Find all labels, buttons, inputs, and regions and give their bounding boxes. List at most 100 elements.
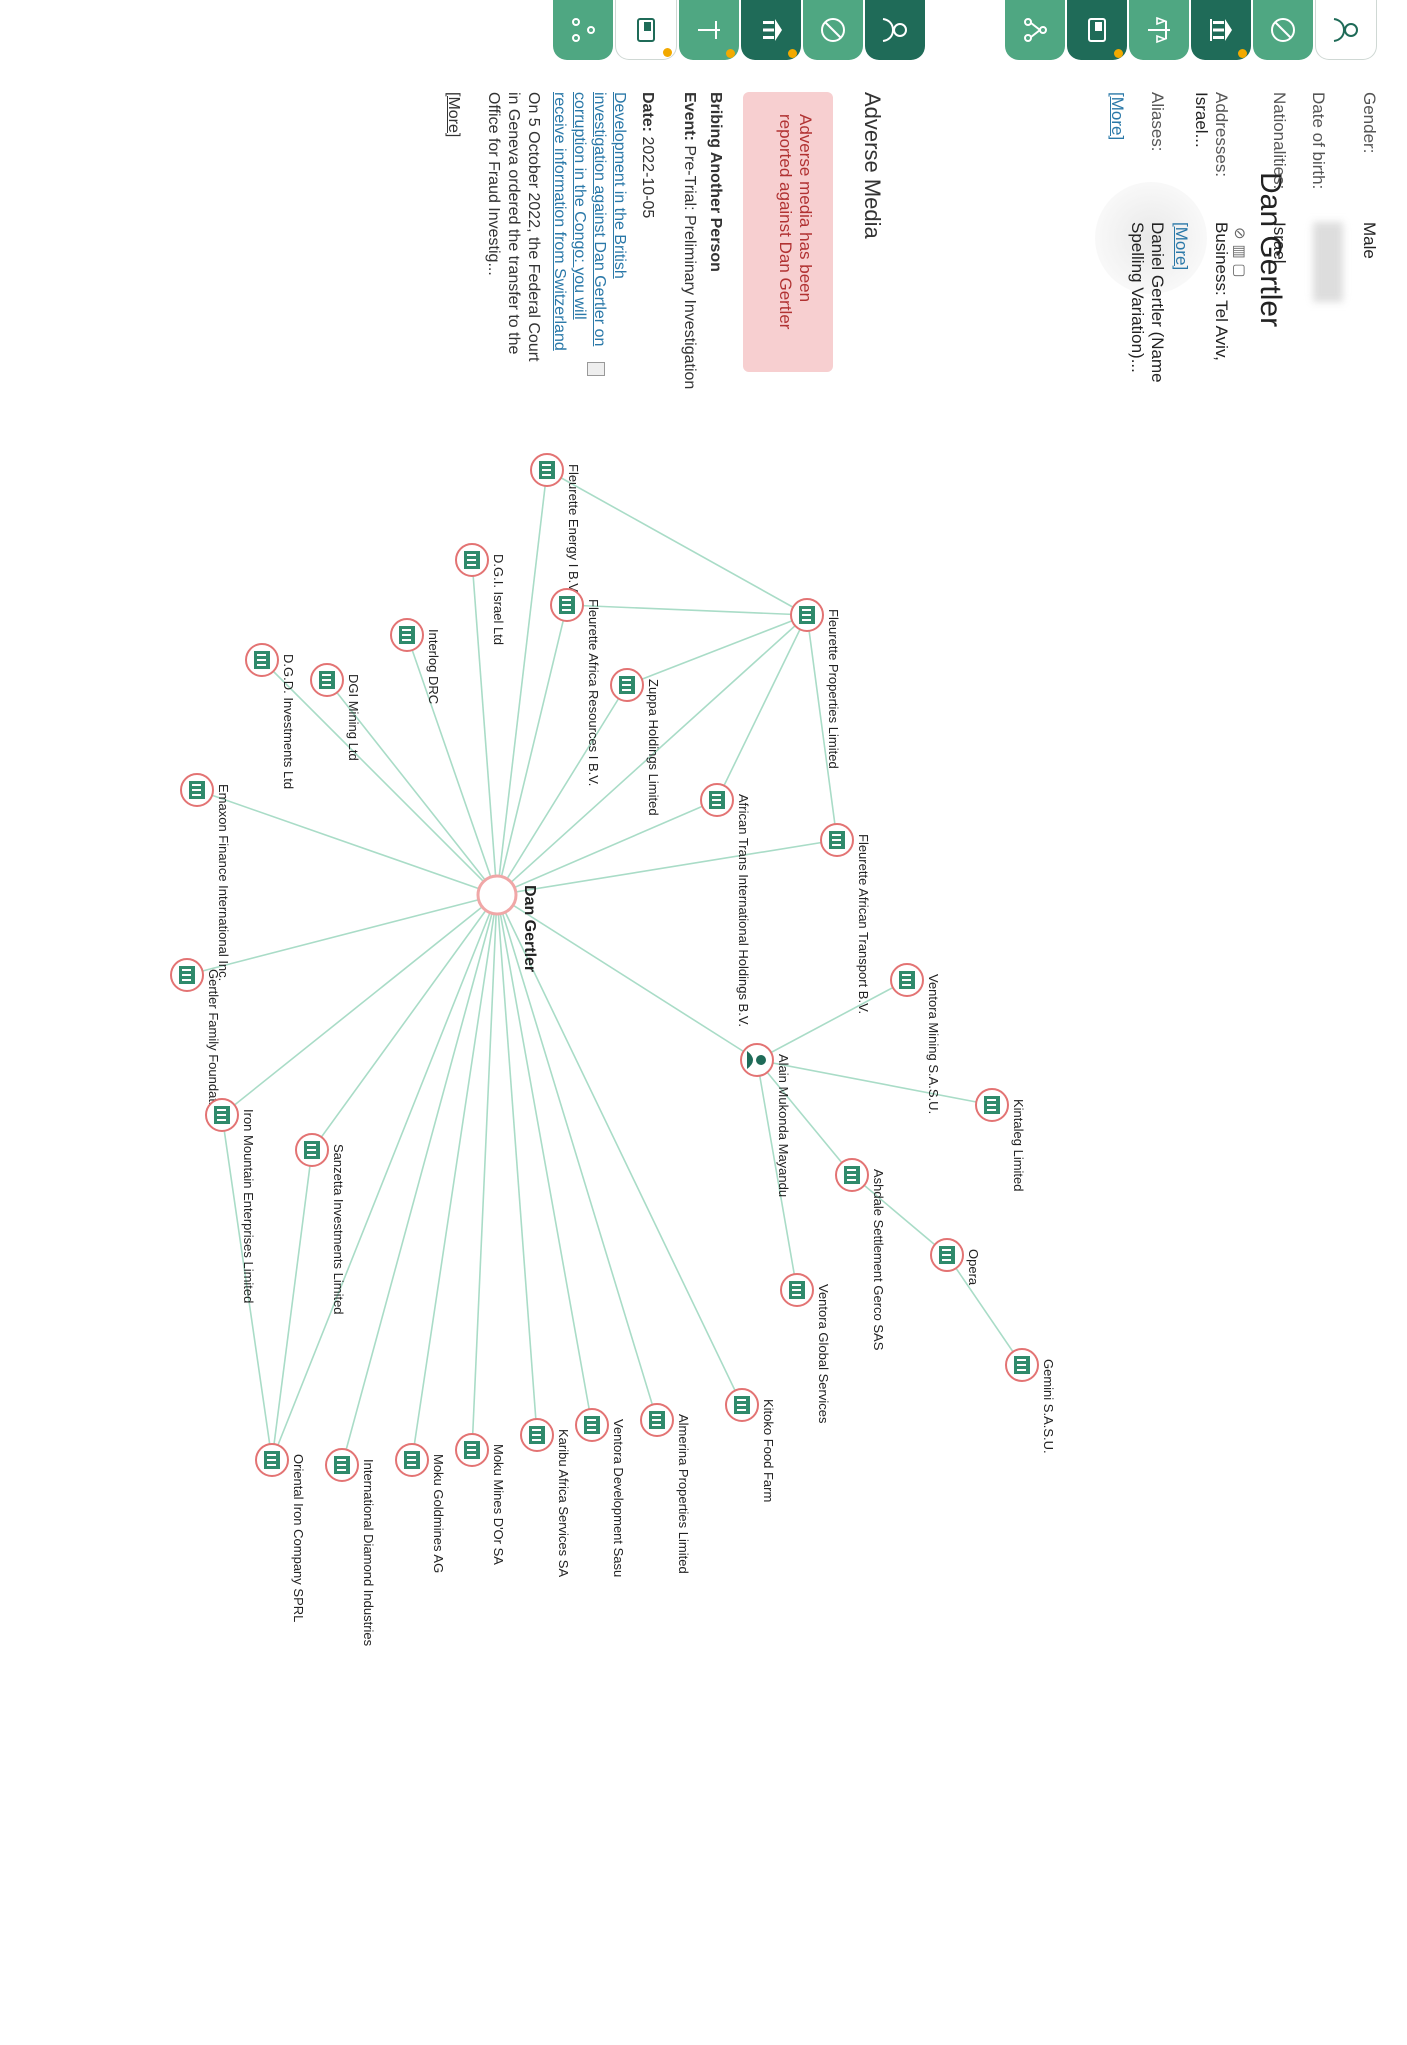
network-icon: [1024, 18, 1047, 42]
graph-node-almerina[interactable]: Almerina Properties Limited: [640, 1403, 691, 1574]
graph-node-dgl[interactable]: D.G.I. Israel Ltd: [455, 543, 506, 645]
graph-edge: [496, 894, 658, 1421]
graph-node-label: Interlog DRC: [426, 629, 441, 704]
graph-node-faresources[interactable]: Fleurette Africa Resources I B.V.: [550, 588, 601, 786]
alert-dot: [1238, 49, 1247, 58]
tab-media-2[interactable]: [615, 0, 677, 60]
scales-icon: [698, 21, 720, 39]
graph-node-label: Zuppa Holdings Limited: [646, 679, 661, 816]
graph-node-gfoundation[interactable]: Gertler Family Foundation: [170, 958, 221, 1119]
graph-node-karibu[interactable]: Karibu Africa Services SA: [520, 1418, 571, 1577]
graph-node-label: Emaxon Finance International Inc.: [216, 784, 231, 981]
status-icons: ⊘ ▥ ▢: [1231, 227, 1249, 278]
dob-row: Date of birth:: [1308, 92, 1343, 412]
graph-node-label: Ventora Development Sasu: [611, 1419, 626, 1577]
tab-media[interactable]: [1067, 0, 1127, 60]
graph-node-oriental[interactable]: Oriental Iron Company SPRL: [255, 1443, 306, 1622]
graph-edge: [496, 894, 758, 1061]
graph-node-dgimining[interactable]: DGI Mining Ltd: [310, 663, 361, 761]
tab-government-2[interactable]: [741, 0, 801, 60]
article-more-link[interactable]: [More]: [445, 92, 462, 138]
graph-edge: [186, 894, 498, 976]
media-tab-bar: [551, 0, 925, 60]
graph-edge: [326, 679, 498, 896]
graph-node-ashdale[interactable]: Ashdale Settlement Gerco SAS: [835, 1158, 886, 1351]
graph-node-africantrans[interactable]: African Trans International Holdings B.V…: [700, 783, 751, 1027]
graph-node-fatransport[interactable]: Fleurette African Transport B.V.: [820, 823, 871, 1014]
graph-node-fprop[interactable]: Fleurette Properties Limited: [790, 598, 841, 769]
graph-node-label: DGI Mining Ltd: [346, 674, 361, 761]
nationality-row: Nationalities:Israel: [1270, 92, 1289, 264]
address-row: Addresses:Business: Tel Aviv, Israel... …: [1172, 92, 1231, 361]
graph-node-opera[interactable]: Opera: [930, 1238, 981, 1286]
graph-node-intldiamond[interactable]: International Diamond Industries: [325, 1448, 376, 1647]
graph-edge: [471, 894, 498, 1451]
tab-legal-2[interactable]: [679, 0, 739, 60]
graph-node-interlog[interactable]: Interlog DRC: [390, 618, 441, 704]
address-more-link[interactable]: [More]: [1172, 222, 1191, 271]
graph-node-ventoradev[interactable]: Ventora Development Sasu: [575, 1408, 626, 1577]
graph-node-kintaleg[interactable]: Kintaleg Limited: [975, 1088, 1026, 1192]
tab-person[interactable]: [1315, 0, 1377, 60]
government-icon: [1210, 19, 1232, 41]
graph-node-gemini[interactable]: Gemini S.A.S.U.: [1005, 1348, 1056, 1454]
graph-node-emaxon[interactable]: Emaxon Finance International Inc.: [180, 773, 231, 981]
graph-node-ironmountain[interactable]: Iron Mountain Enterprises Limited: [205, 1098, 256, 1303]
graph-node-label: Almerina Properties Limited: [676, 1414, 691, 1574]
graph-node-alain[interactable]: Alain Mukonda Mayandu: [740, 1043, 791, 1197]
graph-edge: [756, 1059, 798, 1291]
graph-edge: [756, 1059, 993, 1106]
graph-node-center[interactable]: [476, 874, 518, 916]
graph-node-ventoraglobal[interactable]: Ventora Global Services: [780, 1273, 831, 1424]
graph-edge: [496, 614, 808, 896]
event-row: Event: Pre-Trial: Preliminary Investigat…: [681, 92, 698, 390]
graph-edge: [196, 789, 498, 896]
adverse-media-title: Adverse Media: [860, 92, 885, 239]
graph-node-mokugold[interactable]: Moku Goldmines AG: [395, 1443, 446, 1573]
tab-network-2[interactable]: [553, 0, 613, 60]
graph-edge: [546, 469, 808, 616]
graph-edge: [496, 604, 568, 896]
adverse-media-panel: Adverse Media Adverse media has been rep…: [0, 62, 925, 412]
graph-node-label: Gemini S.A.S.U.: [1041, 1359, 1056, 1454]
article-link[interactable]: Development in the British investigation…: [551, 92, 628, 351]
profile-panel: Dan Gertler ⊘ ▥ ▢ Gender:Male Date of bi…: [927, 62, 1407, 412]
graph-edge: [756, 1059, 853, 1176]
graph-edge: [261, 659, 498, 896]
tab-legal[interactable]: [1129, 0, 1189, 60]
tab-network[interactable]: [1005, 0, 1065, 60]
graph-edge: [496, 894, 743, 1406]
sanction-icon: [821, 18, 845, 42]
graph-node-fenergy[interactable]: Fleurette Energy I B.V.: [530, 453, 581, 594]
graph-edge: [271, 1149, 313, 1461]
graph-node-dgd[interactable]: D.G.D. Investments Ltd: [245, 643, 296, 789]
graph-node-zuppa[interactable]: Zuppa Holdings Limited: [610, 668, 661, 816]
graph-edge: [471, 559, 498, 896]
graph-edge: [851, 1174, 948, 1256]
aliases-more-link[interactable]: [More]: [1108, 92, 1127, 141]
graph-edge: [496, 894, 593, 1426]
graph-node-mokumines[interactable]: Moku Mines D'Or SA: [455, 1433, 506, 1565]
graph-edge: [221, 894, 498, 1116]
tab-person-2[interactable]: [865, 0, 925, 60]
graph-edge: [221, 1114, 273, 1461]
graph-node-kitoko[interactable]: Kitoko Food Farm: [725, 1388, 776, 1502]
article-snippet: On 5 October 2022, the Federal Court in …: [485, 92, 542, 362]
graph-edge: [496, 894, 538, 1436]
graph-node-label: Fleurette Properties Limited: [826, 609, 841, 769]
media-icon: [637, 17, 655, 42]
gender-row: Gender:Male: [1360, 92, 1379, 259]
graph-edge: [496, 839, 838, 896]
graph-node-label: Fleurette Energy I B.V.: [566, 464, 581, 594]
graph-edge: [756, 979, 908, 1061]
graph-node-label: International Diamond Industries: [361, 1459, 376, 1647]
graph-node-label: African Trans International Holdings B.V…: [736, 794, 751, 1027]
tab-sanctions[interactable]: [1253, 0, 1313, 60]
tab-sanctions-2[interactable]: [803, 0, 863, 60]
graph-node-label: D.G.I. Israel Ltd: [491, 554, 506, 645]
profile-tab-bar: [1003, 0, 1377, 60]
graph-node-sanzetta[interactable]: Sanzetta Investments Limited: [295, 1133, 346, 1315]
graph-node-ventoramining[interactable]: Ventora Mining S.A.S.U.: [890, 963, 941, 1114]
tab-government[interactable]: [1191, 0, 1251, 60]
